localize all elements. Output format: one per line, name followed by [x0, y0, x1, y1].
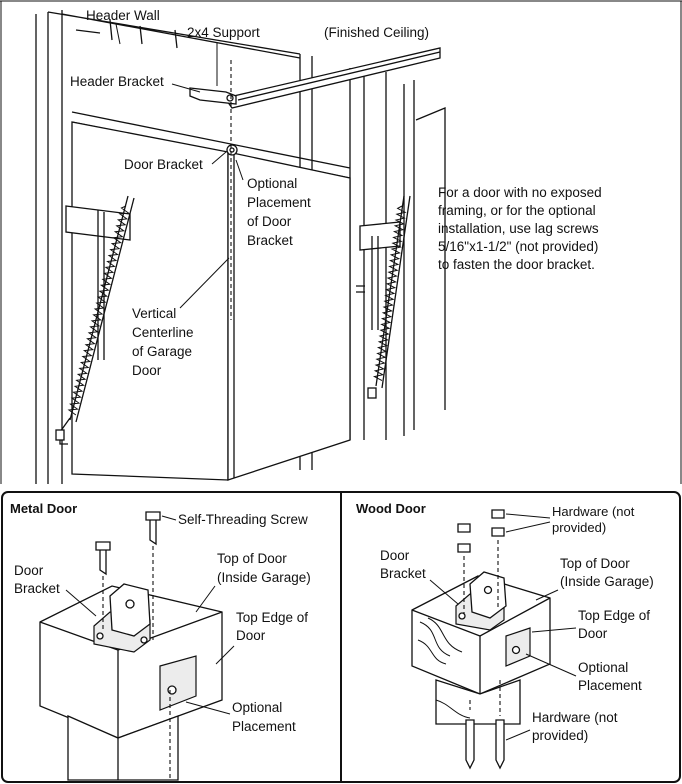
- note-line1: For a door with no exposed: [438, 185, 602, 200]
- wood-optional-line1: Optional: [578, 660, 628, 675]
- optional-placement-line2: Placement: [247, 195, 311, 210]
- installation-note: For a door with no exposed framing, or f…: [438, 185, 602, 272]
- centerline-line1: Vertical: [132, 306, 176, 321]
- wood-hardware-top-line1: Hardware (not: [552, 504, 635, 519]
- wood-bracket-line1: Door: [380, 548, 410, 563]
- wood-hardware-top-line2: provided): [552, 520, 606, 535]
- spring-left-coil: [67, 205, 130, 416]
- wood-optional-line2: Placement: [578, 678, 642, 693]
- metal-bracket-line1: Door: [14, 563, 44, 578]
- note-line3: installation, use lag screws: [438, 221, 599, 236]
- metal-edge-line1: Top Edge of: [236, 610, 308, 625]
- wood-bracket-line2: Bracket: [380, 566, 426, 581]
- right-spring: [372, 205, 407, 381]
- note-line5: to fasten the door bracket.: [438, 257, 595, 272]
- centerline-line4: Door: [132, 363, 162, 378]
- wood-edge-line1: Top Edge of: [578, 608, 650, 623]
- note-line2: framing, or for the optional: [438, 203, 596, 218]
- wood-door-panel: Wood Door: [356, 501, 551, 770]
- centerline-line2: Centerline: [132, 325, 194, 340]
- metal-door-title: Metal Door: [10, 501, 77, 516]
- detail-panels-frame: [1, 491, 681, 783]
- metal-bracket-line2: Bracket: [14, 581, 60, 596]
- finished-ceiling-label: (Finished Ceiling): [324, 25, 429, 40]
- left-spring: [67, 205, 130, 416]
- metal-top-line2: (Inside Garage): [217, 570, 311, 585]
- wood-top-line1: Top of Door: [560, 556, 630, 571]
- wood-top-line2: (Inside Garage): [560, 574, 654, 589]
- wood-hardware-bottom-line1: Hardware (not: [532, 710, 618, 725]
- wood-door-labels: Hardware (not provided) Door Bracket Top…: [380, 504, 654, 743]
- support-2x4-label: 2x4 Support: [187, 25, 260, 40]
- header-wall-label: Header Wall: [86, 8, 160, 23]
- centerline-line3: of Garage: [132, 344, 192, 359]
- top-labels: Header Wall 2x4 Support (Finished Ceilin…: [70, 8, 429, 378]
- wood-edge-line2: Door: [578, 626, 608, 641]
- metal-screw-label: Self-Threading Screw: [178, 512, 308, 527]
- header-bracket-label: Header Bracket: [70, 74, 164, 89]
- metal-optional-line2: Placement: [232, 719, 296, 734]
- metal-door-labels: Self-Threading Screw Door Bracket Top of…: [14, 512, 311, 734]
- optional-placement-line3: of Door: [247, 214, 292, 229]
- metal-top-line1: Top of Door: [217, 551, 287, 566]
- optional-placement-line4: Bracket: [247, 233, 293, 248]
- metal-door-panel: Metal Door: [10, 501, 223, 781]
- spring-right-coil: [372, 205, 407, 381]
- optional-placement-line1: Optional: [247, 176, 297, 191]
- door-bracket-label: Door Bracket: [124, 157, 203, 172]
- wood-door-title: Wood Door: [356, 501, 426, 516]
- note-line4: 5/16"x1-1/2" (not provided): [438, 239, 598, 254]
- wood-hardware-bottom-line2: provided): [532, 728, 588, 743]
- metal-optional-line1: Optional: [232, 700, 282, 715]
- garage-door-illustration: [0, 0, 682, 484]
- metal-edge-line2: Door: [236, 628, 266, 643]
